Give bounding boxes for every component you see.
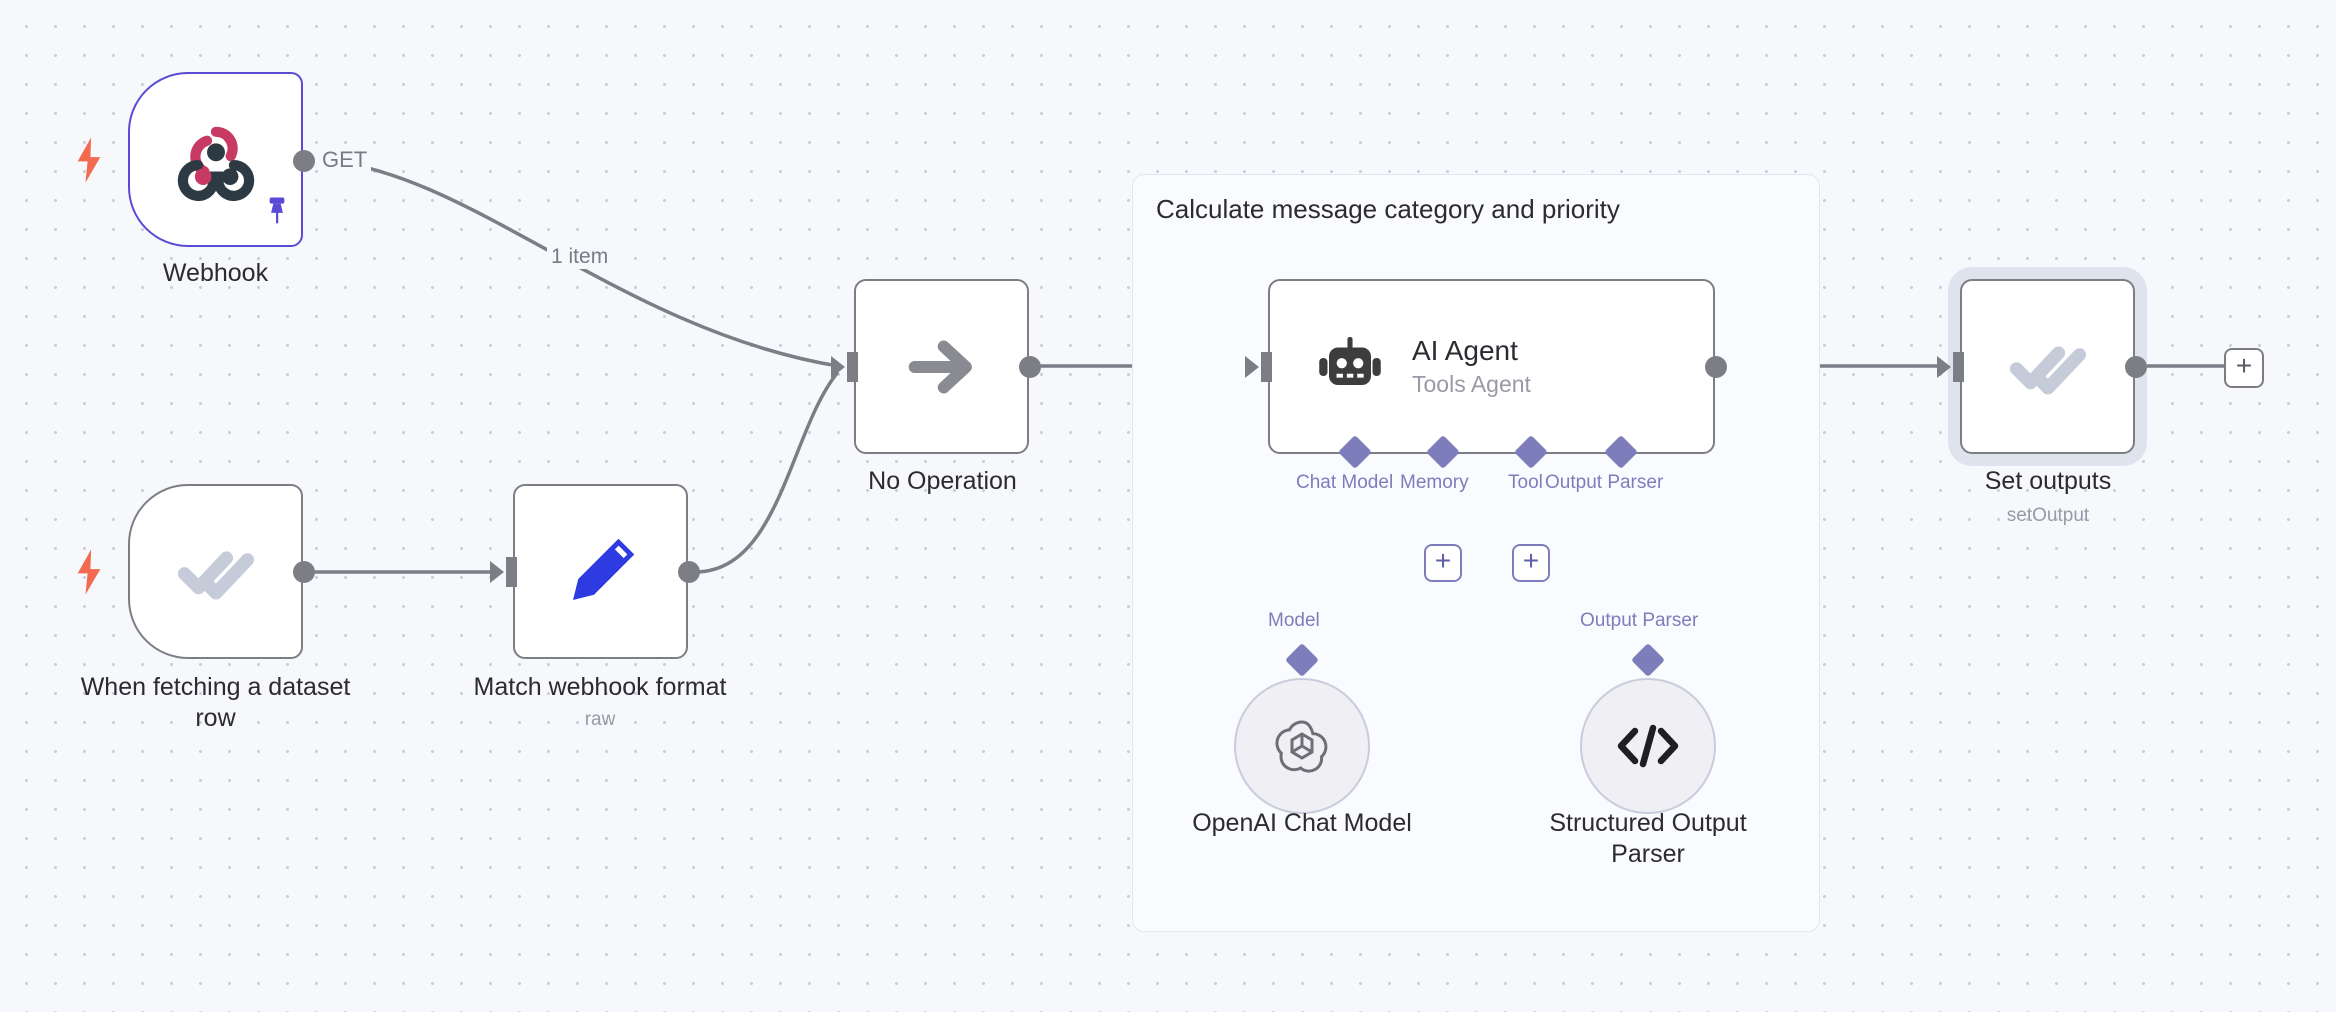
trigger-bolt-icon-webhook [72, 133, 106, 187]
output-port-no-operation[interactable] [1019, 356, 1041, 378]
node-title-webhook: Webhook [162, 259, 269, 287]
input-port-ai-agent[interactable] [1261, 352, 1272, 382]
arrow-right-icon [908, 340, 972, 393]
sub-port-label-chat-model: Chat Model [1296, 472, 1394, 493]
input-port-match-webhook-format[interactable] [506, 557, 517, 587]
node-structured-output-parser[interactable] [1580, 678, 1716, 814]
node-title-openai-chat-model: OpenAI Chat Model [1192, 809, 1412, 837]
sub-port-label-memory: Memory [1400, 472, 1469, 493]
node-title-ai-agent: AI Agent [1412, 334, 1518, 366]
node-no-operation[interactable] [854, 279, 1029, 454]
pencil-icon [572, 538, 634, 600]
node-webhook[interactable] [128, 72, 303, 247]
code-brackets-icon [1617, 724, 1679, 768]
node-subtitle-match-webhook-format: raw [584, 709, 616, 730]
trigger-bolt-icon-dataset [72, 545, 106, 599]
node-when-fetching-a-dataset-row[interactable] [128, 484, 303, 659]
output-port-ai-agent[interactable] [1705, 356, 1727, 378]
robot-icon [1319, 336, 1381, 385]
double-check-icon [2009, 345, 2086, 395]
node-title-structured-output-parser: Structured Output Parser [1549, 809, 1747, 868]
sub-connection-label-output-parser: Output Parser [1580, 610, 1699, 631]
node-title-match-webhook-format: Match webhook format [473, 673, 727, 701]
openai-icon [1275, 720, 1328, 773]
input-port-set-outputs[interactable] [1953, 352, 1964, 382]
output-port-set-outputs[interactable] [2125, 356, 2147, 378]
output-port-when-fetching-a-dataset-row[interactable] [293, 561, 315, 583]
node-title-when-fetching-a-dataset-row: When fetching a dataset row [80, 673, 351, 732]
add-memory-button[interactable]: + [1424, 544, 1462, 582]
output-port-webhook[interactable] [293, 150, 315, 172]
node-match-webhook-format[interactable] [513, 484, 688, 659]
input-port-no-operation[interactable] [847, 352, 858, 382]
node-openai-chat-model[interactable] [1234, 678, 1370, 814]
sub-port-label-output-parser: Output Parser [1545, 472, 1664, 493]
node-subtitle-set-outputs: setOutput [2006, 505, 2090, 526]
edge-label-get: GET [318, 147, 372, 173]
node-ai-agent[interactable]: AI Agent Tools Agent [1268, 279, 1715, 454]
pin-icon[interactable] [262, 195, 292, 227]
node-title-no-operation: No Operation [868, 467, 1017, 495]
group-title: Calculate message category and priority [1156, 194, 1620, 224]
node-set-outputs[interactable] [1960, 279, 2135, 454]
double-check-icon [177, 550, 254, 600]
add-tool-button[interactable]: + [1512, 544, 1550, 582]
edge-label-items: 1 item [547, 245, 613, 269]
add-node-button[interactable]: + [2224, 348, 2264, 388]
node-subtitle-ai-agent: Tools Agent [1412, 371, 1531, 398]
output-port-match-webhook-format[interactable] [678, 561, 700, 583]
node-title-set-outputs: Set outputs [1984, 467, 2112, 495]
webhook-icon [177, 126, 254, 201]
sub-port-label-tool: Tool [1508, 472, 1543, 493]
sub-connection-label-model: Model [1268, 610, 1320, 631]
